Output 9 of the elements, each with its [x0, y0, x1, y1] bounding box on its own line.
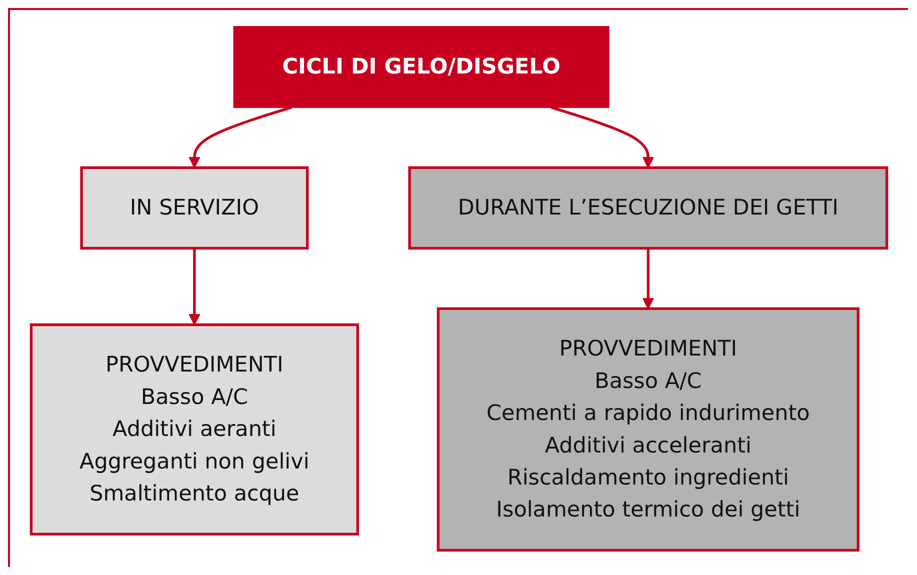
node-box: PROVVEDIMENTI Basso A/C Additivi aeranti Aggreganti non gelivi Smaltimento acque [30, 323, 359, 536]
node-box: DURANTE L’ESECUZIONE DEI GETTI [408, 166, 888, 250]
node-box: PROVVEDIMENTI Basso A/C Cementi a rapido indurimento Additivi acceleranti Riscaldamento ingredienti Isolamento termico dei getti [436, 307, 860, 552]
node-box: CICLI DI GELO/DISGELO [233, 26, 610, 108]
arrow [550, 106, 654, 168]
arrow [188, 248, 200, 326]
arrow [188, 106, 292, 168]
node-box: IN SERVIZIO [80, 166, 309, 250]
arrow [642, 248, 654, 310]
